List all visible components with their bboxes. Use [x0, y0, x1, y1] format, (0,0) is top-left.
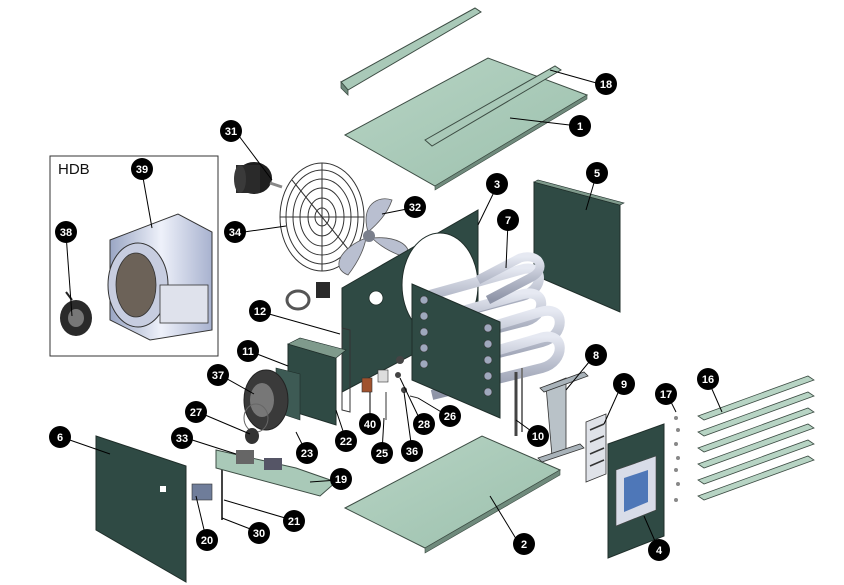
callout-1: 1 — [569, 115, 591, 137]
inset-hdb: HDB — [49, 155, 219, 357]
callout-32: 32 — [404, 196, 426, 218]
svg-text:1: 1 — [577, 121, 583, 133]
svg-text:27: 27 — [190, 407, 202, 419]
fan-blade-32 — [338, 198, 409, 276]
bracket-8 — [537, 371, 589, 463]
callout-37: 37 — [207, 364, 229, 386]
small-parts — [361, 356, 419, 420]
callout-5: 5 — [586, 162, 608, 184]
svg-text:7: 7 — [505, 215, 511, 227]
callout-3: 3 — [486, 173, 508, 195]
inset-label: HDB — [58, 161, 90, 178]
side-panel-5 — [533, 179, 625, 313]
svg-text:19: 19 — [335, 474, 347, 486]
callout-4: 4 — [648, 539, 670, 561]
svg-text:8: 8 — [593, 350, 599, 362]
bracket-10 — [514, 368, 523, 436]
callout-27: 27 — [185, 401, 207, 423]
svg-text:21: 21 — [288, 516, 300, 528]
svg-text:31: 31 — [225, 126, 237, 138]
callout-16: 16 — [697, 368, 719, 390]
callout-22: 22 — [335, 430, 357, 452]
component-20 — [191, 483, 213, 501]
callout-40: 40 — [359, 413, 381, 435]
svg-text:11: 11 — [242, 346, 254, 358]
callout-18: 18 — [595, 73, 617, 95]
callout-39: 39 — [131, 158, 153, 180]
callout-10: 10 — [527, 425, 549, 447]
coil-front-plate — [411, 283, 501, 419]
callout-7: 7 — [497, 209, 519, 231]
svg-text:6: 6 — [57, 432, 63, 444]
screws-17 — [674, 416, 680, 502]
svg-text:28: 28 — [418, 419, 430, 431]
callout-2: 2 — [513, 533, 535, 555]
component-27 — [245, 428, 259, 444]
callout-30: 30 — [248, 522, 270, 544]
svg-text:36: 36 — [406, 446, 418, 458]
front-panel-4 — [607, 423, 665, 559]
callout-badges: 1 2 3 4 5 6 7 8 9 10 11 12 16 17 18 19 2… — [49, 73, 719, 561]
svg-text:4: 4 — [656, 545, 663, 557]
callout-19: 19 — [330, 468, 352, 490]
callout-31: 31 — [220, 120, 242, 142]
bottom-panel-2 — [343, 435, 562, 554]
rail-18 — [424, 65, 562, 147]
svg-text:16: 16 — [702, 374, 714, 386]
svg-text:37: 37 — [212, 370, 224, 382]
door-panel-6 — [95, 435, 187, 583]
callout-17: 17 — [655, 383, 677, 405]
blower-37 — [243, 369, 289, 433]
callout-9: 9 — [613, 373, 635, 395]
svg-text:2: 2 — [521, 539, 527, 551]
callout-6: 6 — [49, 426, 71, 448]
callout-38: 38 — [55, 221, 77, 243]
svg-text:18: 18 — [600, 79, 612, 91]
svg-text:20: 20 — [201, 535, 213, 547]
callout-11: 11 — [237, 340, 259, 362]
callout-12: 12 — [249, 300, 271, 322]
svg-text:17: 17 — [660, 389, 672, 401]
callout-23: 23 — [296, 442, 318, 464]
svg-text:9: 9 — [621, 379, 627, 391]
callout-21: 21 — [283, 510, 305, 532]
svg-text:32: 32 — [409, 202, 421, 214]
callout-20: 20 — [196, 529, 218, 551]
svg-text:3: 3 — [494, 179, 500, 191]
louvres-16 — [697, 375, 815, 501]
blower-housing-39 — [107, 213, 213, 341]
svg-text:25: 25 — [376, 448, 388, 460]
svg-text:22: 22 — [340, 436, 352, 448]
callout-26: 26 — [439, 405, 461, 427]
svg-text:39: 39 — [136, 164, 148, 176]
svg-text:12: 12 — [254, 306, 266, 318]
svg-text:23: 23 — [301, 448, 313, 460]
svg-text:33: 33 — [176, 433, 188, 445]
part-9 — [585, 413, 607, 483]
callout-34: 34 — [224, 221, 246, 243]
callout-28: 28 — [413, 413, 435, 435]
leader-lines — [63, 69, 723, 549]
svg-text:30: 30 — [253, 528, 265, 540]
callout-8: 8 — [585, 344, 607, 366]
callout-25: 25 — [371, 442, 393, 464]
svg-text:38: 38 — [60, 227, 72, 239]
gasket-ring — [285, 282, 330, 311]
top-rail-upper — [340, 7, 482, 96]
svg-text:40: 40 — [364, 419, 376, 431]
callout-33: 33 — [171, 427, 193, 449]
fan-guard-34 — [279, 162, 365, 272]
callout-36: 36 — [401, 440, 423, 462]
svg-text:26: 26 — [444, 411, 456, 423]
svg-text:10: 10 — [532, 431, 544, 443]
svg-text:34: 34 — [229, 227, 242, 239]
motor-31 — [234, 162, 283, 194]
svg-text:5: 5 — [594, 168, 600, 180]
mounting-plate-19 — [215, 449, 337, 520]
heating-coil-7 — [428, 252, 565, 400]
